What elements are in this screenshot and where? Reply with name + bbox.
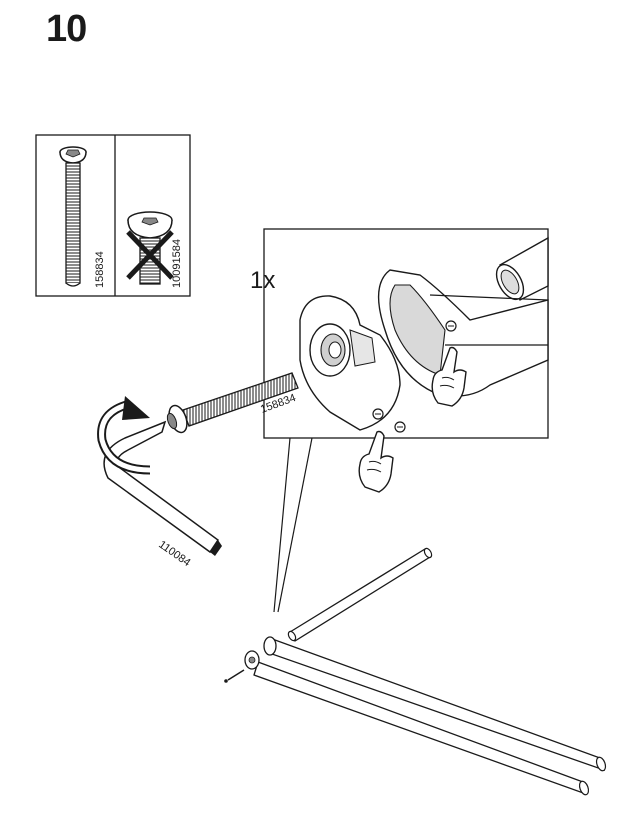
allen-key-part-number: 110084	[156, 539, 192, 569]
cross-mark-icon	[126, 230, 174, 280]
bracket-left-icon	[299, 295, 406, 433]
quantity-label: 1x	[250, 267, 275, 294]
tube-icon	[495, 236, 549, 301]
detail-view: 1x 158834	[166, 228, 549, 613]
step-number: 10	[46, 8, 87, 50]
allen-key-icon	[103, 420, 222, 556]
screw-long-part-number: 158834	[94, 251, 106, 288]
pointing-hand-icon	[358, 430, 394, 493]
screw-long-icon	[59, 146, 87, 287]
parts-box: 158834 10091584	[35, 134, 191, 297]
pointing-hand-icon	[431, 346, 467, 407]
rotation-arrow-icon	[97, 396, 151, 475]
screw-short-icon	[127, 211, 173, 285]
bracket-right-icon	[377, 269, 549, 397]
leg-assembly	[224, 547, 607, 796]
screw-insert-icon	[166, 372, 299, 434]
screw-short-part-number: 10091584	[171, 239, 183, 288]
